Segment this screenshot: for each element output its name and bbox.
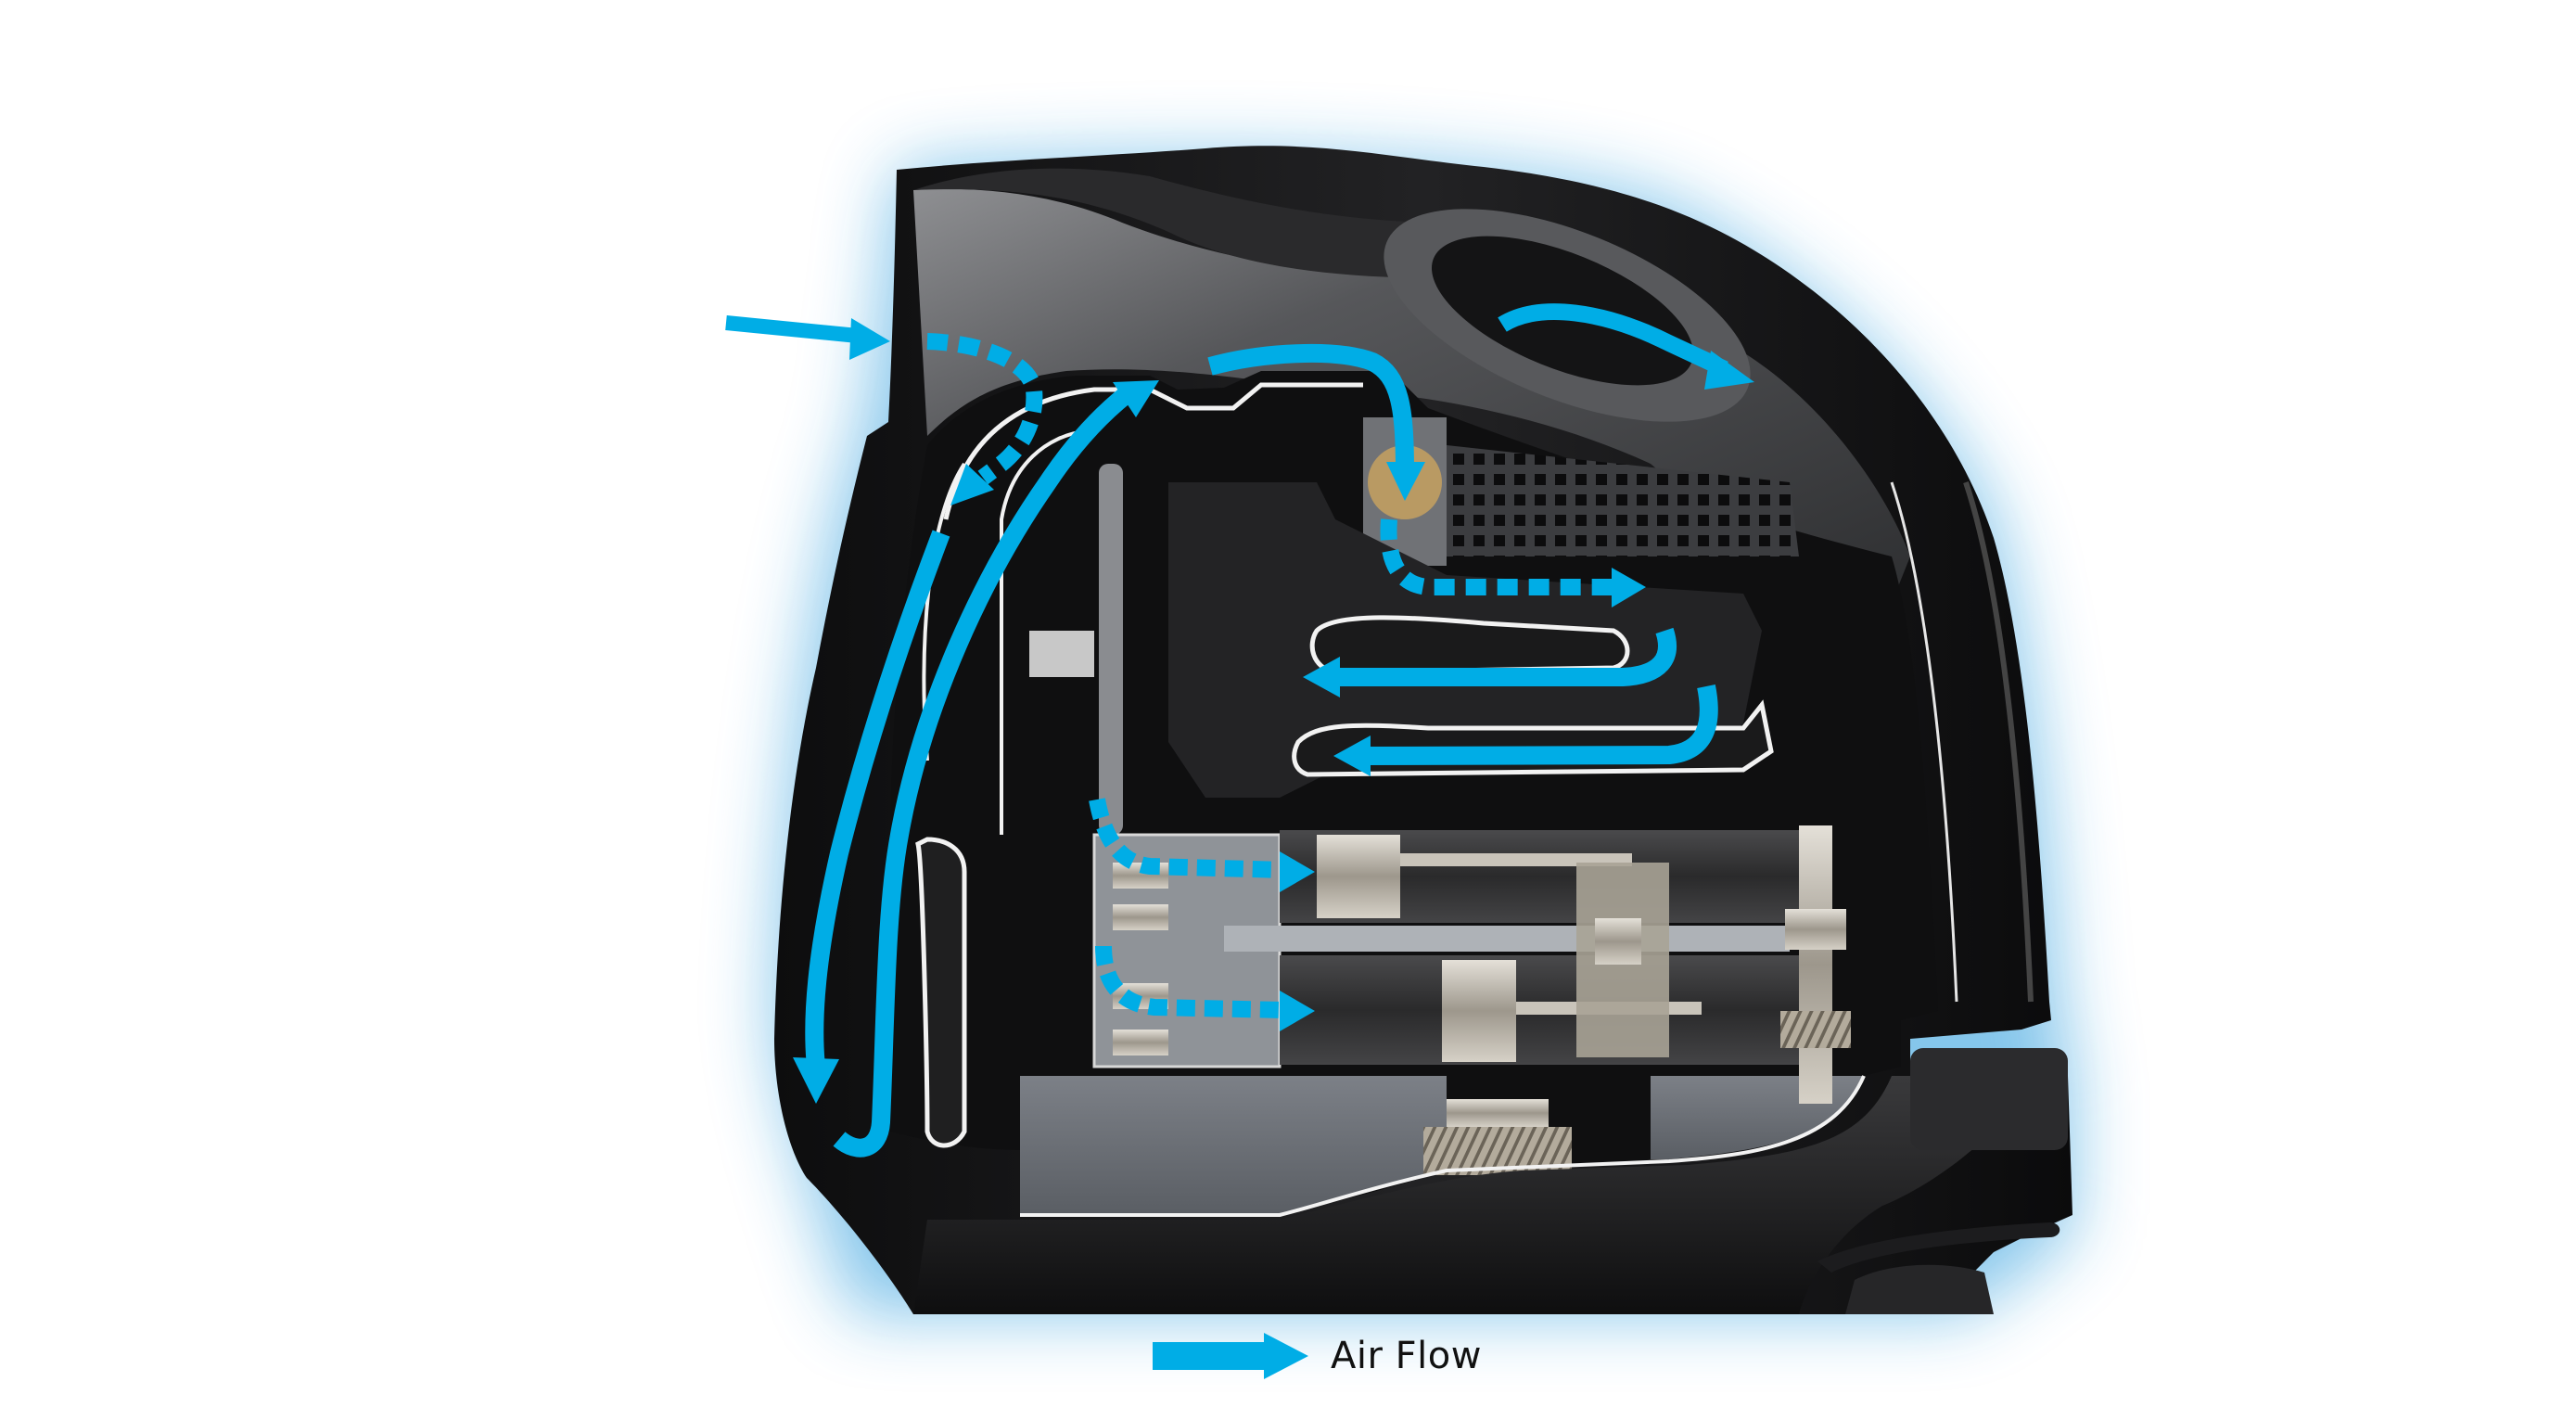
lower-runner-arrow	[1333, 684, 1718, 776]
plenum-right-dashed-arrow	[1380, 518, 1646, 608]
engine-block-lower	[1020, 1076, 1447, 1215]
upper-runner-outline	[1309, 615, 1630, 675]
left-duct-down-arrow	[793, 530, 950, 1104]
throttle-down-arrow	[1207, 343, 1425, 501]
intake-dashed-arrow	[926, 333, 1043, 505]
legend: Air Flow	[1153, 1330, 1482, 1382]
bracket	[1029, 631, 1094, 677]
upper-piston	[1317, 835, 1400, 918]
lower-piston	[1442, 960, 1516, 1062]
lower-cowl	[913, 1048, 2068, 1314]
camshaft	[1799, 825, 1832, 1104]
air-box-mesh	[1447, 445, 1799, 556]
rear-duct-outline	[915, 837, 967, 1148]
cam-gear	[1780, 1011, 1851, 1048]
cylinder-lower-dashed-arrow	[1095, 945, 1315, 1031]
air-flow-arrows	[725, 303, 1754, 1158]
legend-label-air-flow: Air Flow	[1331, 1335, 1482, 1377]
fuel-rail	[1099, 464, 1123, 835]
upper-runner-arrow	[1303, 627, 1677, 697]
valve	[1113, 863, 1168, 889]
exhaust-vent-arrow	[1498, 303, 1754, 390]
left-duct-up-arrow	[833, 380, 1159, 1158]
block-web	[1224, 926, 1790, 952]
steering-bracket	[1845, 1264, 1994, 1314]
solid-arrow-right-icon	[1153, 1333, 1308, 1379]
intake-entry-arrow	[725, 315, 890, 360]
tiller-handle	[1817, 1222, 2060, 1273]
pivot-housing	[1910, 1048, 2068, 1150]
upper-conrod	[1400, 853, 1632, 866]
cylinder-upper-dashed-arrow	[1089, 798, 1315, 892]
